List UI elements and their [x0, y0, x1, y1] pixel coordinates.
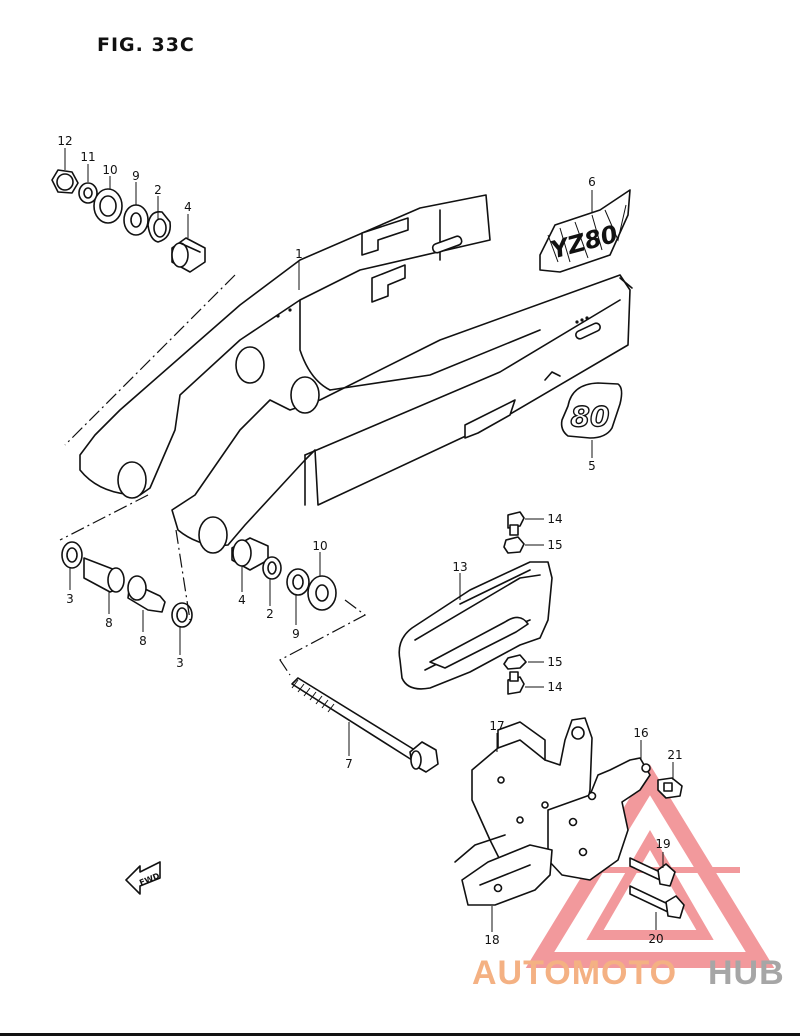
callout-11: 11 [80, 150, 95, 164]
watermark-text-secondary: HUB [708, 954, 785, 992]
callout-9-upper: 9 [132, 169, 140, 183]
callout-10-lower: 10 [312, 539, 327, 553]
callout-9-lower: 9 [292, 627, 300, 641]
callout-3-right: 3 [176, 656, 184, 670]
rear-bracket-bolts [629, 777, 685, 919]
decal-80: 80 [560, 382, 623, 439]
callout-4-lower: 4 [238, 593, 246, 607]
chain-guide-fasteners [503, 511, 527, 695]
bottom-border [0, 1033, 800, 1036]
callout-14-lower: 14 [547, 680, 562, 694]
callout-labels: 12 11 10 9 2 4 1 6 5 3 8 8 3 4 2 9 10 7 … [57, 134, 682, 947]
pivot-hardware-lower [61, 537, 337, 628]
leader-lines [64, 148, 674, 932]
callout-15-upper: 15 [547, 538, 562, 552]
callout-6: 6 [588, 175, 596, 189]
callout-7: 7 [345, 757, 353, 771]
pivot-bolt [291, 677, 439, 773]
rear-bracket [454, 717, 651, 906]
callout-14-upper: 14 [547, 512, 562, 526]
callout-13: 13 [452, 560, 467, 574]
callout-20: 20 [648, 932, 663, 946]
callout-12: 12 [57, 134, 72, 148]
svg-text:80: 80 [571, 400, 610, 433]
pivot-hardware-upper [51, 169, 206, 273]
callout-2-upper: 2 [154, 183, 162, 197]
callout-18: 18 [484, 933, 499, 947]
callout-10-upper: 10 [102, 163, 117, 177]
callout-17: 17 [489, 719, 504, 733]
swing-arm [79, 194, 633, 554]
callout-2-lower: 2 [266, 607, 274, 621]
callout-5: 5 [588, 459, 596, 473]
callout-16: 16 [633, 726, 648, 740]
callout-4-upper: 4 [184, 200, 192, 214]
callout-21: 21 [667, 748, 682, 762]
callout-15-lower: 15 [547, 655, 562, 669]
watermark-text-primary: AUTOMOTO [472, 954, 677, 992]
figure-title: FIG. 33C [97, 34, 195, 56]
chain-guide [398, 561, 553, 690]
callout-8-right: 8 [139, 634, 147, 648]
decal-yz80: YZ80 [539, 189, 631, 273]
callout-1: 1 [295, 247, 303, 261]
callout-8-left: 8 [105, 616, 113, 630]
forward-direction-arrow: FWD [125, 861, 161, 895]
callout-3-left: 3 [66, 592, 74, 606]
callout-19: 19 [655, 837, 670, 851]
